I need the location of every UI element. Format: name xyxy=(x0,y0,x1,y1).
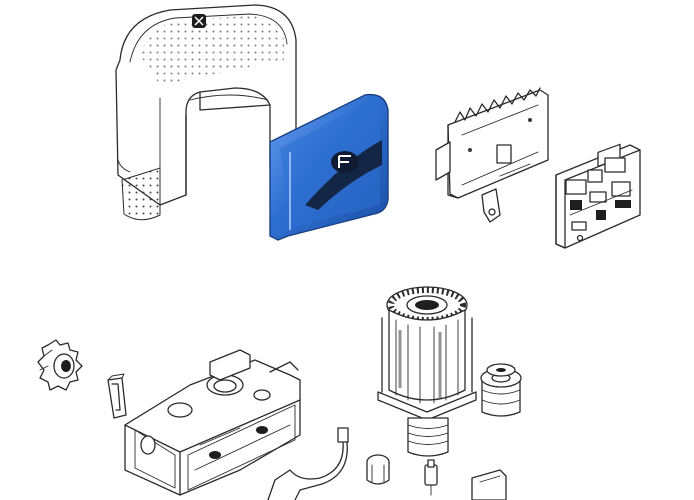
pulley[interactable] xyxy=(480,363,522,417)
small-connector[interactable] xyxy=(424,459,438,496)
housing-cover[interactable] xyxy=(115,4,297,221)
bottom-bracket-piece[interactable] xyxy=(471,469,507,500)
pinion-gear[interactable] xyxy=(37,339,83,391)
front-panel-highlighted[interactable] xyxy=(269,93,389,241)
gearbox-base[interactable] xyxy=(124,349,301,496)
release-clip[interactable] xyxy=(107,373,127,419)
limit-switch-wire[interactable] xyxy=(267,427,349,500)
control-board[interactable] xyxy=(555,143,641,249)
motor[interactable] xyxy=(377,286,477,457)
mounting-bracket-board[interactable] xyxy=(435,87,549,223)
knob[interactable] xyxy=(366,454,390,485)
